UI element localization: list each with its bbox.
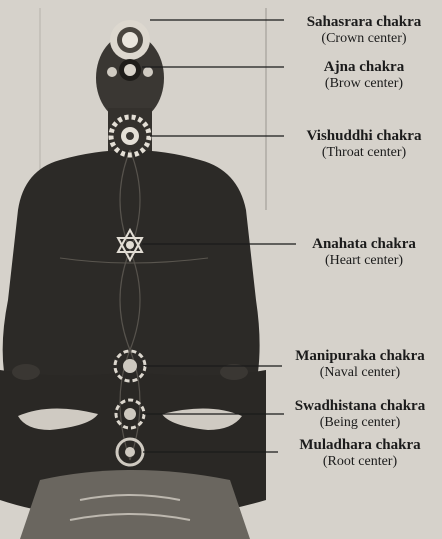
label-vishuddhi: Vishuddhi chakra (Throat center) bbox=[286, 128, 442, 160]
chakra-center: (Naval center) bbox=[278, 365, 442, 381]
chakra-name: Muladhara chakra bbox=[278, 437, 442, 454]
chakra-name: Ajna chakra bbox=[286, 59, 442, 76]
chakra-center: (Throat center) bbox=[286, 145, 442, 161]
chakra-name: Sahasrara chakra bbox=[286, 14, 442, 31]
label-sahasrara: Sahasrara chakra (Crown center) bbox=[286, 14, 442, 46]
sahasrara-chakra-icon bbox=[110, 20, 150, 60]
label-muladhara: Muladhara chakra (Root center) bbox=[278, 437, 442, 469]
chakra-center: (Heart center) bbox=[286, 253, 442, 269]
left-hand bbox=[12, 364, 40, 380]
chakra-name: Swadhistana chakra bbox=[278, 398, 442, 415]
label-anahata: Anahata chakra (Heart center) bbox=[286, 236, 442, 268]
figure-base bbox=[20, 470, 250, 539]
label-ajna: Ajna chakra (Brow center) bbox=[286, 59, 442, 91]
chakra-name: Vishuddhi chakra bbox=[286, 128, 442, 145]
label-manipuraka: Manipuraka chakra (Naval center) bbox=[278, 348, 442, 380]
chakra-center: (Being center) bbox=[278, 415, 442, 431]
chakra-center: (Root center) bbox=[278, 454, 442, 470]
chakra-center: (Crown center) bbox=[286, 31, 442, 47]
label-swadhistana: Swadhistana chakra (Being center) bbox=[278, 398, 442, 430]
chakra-name: Manipuraka chakra bbox=[278, 348, 442, 365]
chakra-center: (Brow center) bbox=[286, 76, 442, 92]
chakra-name: Anahata chakra bbox=[286, 236, 442, 253]
